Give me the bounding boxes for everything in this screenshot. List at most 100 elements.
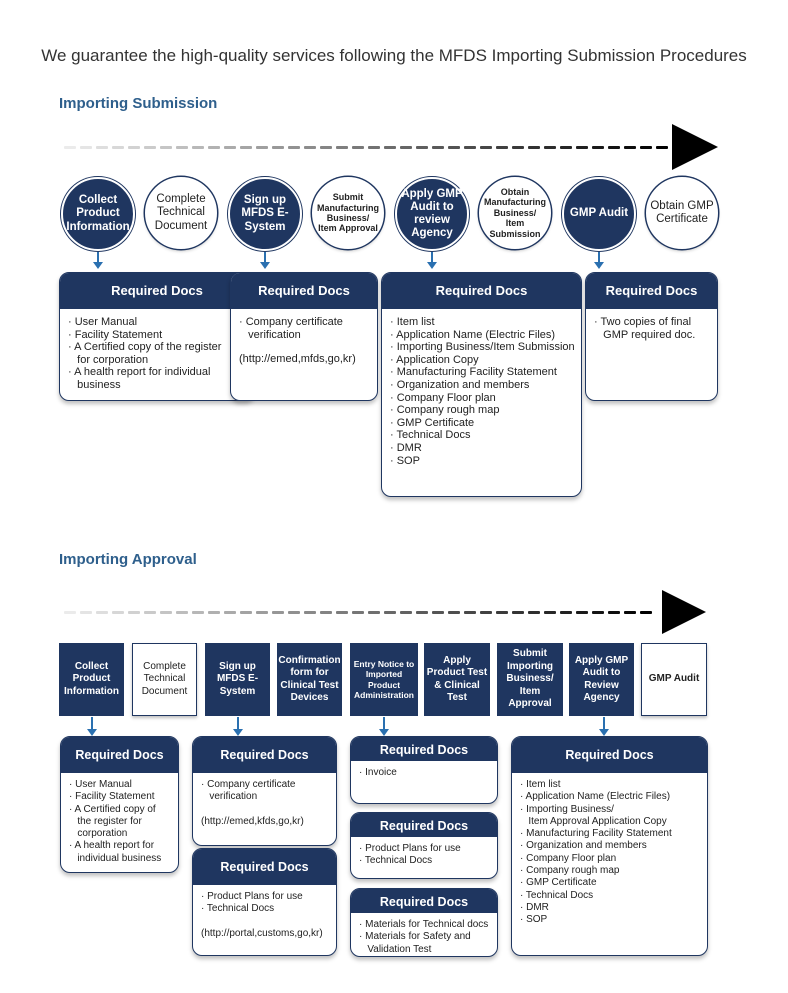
down-arrow-icon <box>93 252 103 269</box>
required-doc-item: · Facility Statement <box>68 328 163 341</box>
track-dash <box>64 611 76 614</box>
required-docs-header: Required Docs <box>382 273 581 309</box>
required-doc-item: · User Manual <box>69 779 132 790</box>
required-doc-item: · Organization and members <box>390 378 530 391</box>
required-docs-list: · Item list· Application Name (Electric … <box>382 309 581 467</box>
track-dash <box>144 146 156 149</box>
required-doc-item <box>201 916 328 928</box>
track-dash <box>608 146 620 149</box>
required-doc-item: · Product Plans for use <box>359 843 461 854</box>
track-dash <box>352 146 364 149</box>
track-dash <box>272 611 284 614</box>
track-dash <box>160 611 172 614</box>
required-doc-item: · GMP Certificate <box>390 416 475 429</box>
track-dash <box>544 146 556 149</box>
progress-track <box>64 611 664 615</box>
track-dash <box>128 611 140 614</box>
track-dash <box>368 146 380 149</box>
required-doc-item: · Technical Docs <box>390 429 471 442</box>
step-collect-product-information: Collect Product Information <box>59 643 124 716</box>
required-docs-list: · User Manual· Facility Statement· A Cer… <box>61 773 178 865</box>
required-docs-header: Required Docs <box>351 737 497 761</box>
required-doc-item: · Importing Business/Item Submission <box>390 341 575 354</box>
required-docs-box: Required Docs · User Manual· Facility St… <box>59 272 255 401</box>
required-doc-item: · Item list <box>390 316 435 328</box>
required-docs-header: Required Docs <box>586 273 717 309</box>
track-dash <box>496 146 508 149</box>
required-doc-item: (http://portal,customs,go,kr) <box>201 927 323 939</box>
track-dash <box>352 611 364 614</box>
required-docs-header: Required Docs <box>351 889 497 913</box>
required-doc-item: · Technical Docs <box>201 903 275 915</box>
required-docs-header: Required Docs <box>512 737 707 773</box>
section-title-approval: Importing Approval <box>59 551 197 568</box>
track-dash <box>192 611 204 614</box>
track-dash <box>384 146 396 149</box>
required-docs-box: Required Docs · User Manual· Facility St… <box>60 736 179 873</box>
track-dash <box>432 611 444 614</box>
track-dash <box>192 146 204 149</box>
required-docs-list: · Two copies of final GMP required doc. <box>586 309 717 341</box>
track-dash <box>112 611 124 614</box>
step-sign-up-mfds: Sign up MFDS E-System <box>205 643 270 716</box>
required-docs-box: Required Docs · Product Plans for use· T… <box>192 848 337 956</box>
down-arrow-icon <box>233 717 243 736</box>
track-dash <box>112 146 124 149</box>
track-dash <box>160 146 172 149</box>
required-docs-list: · Company certificate verification(http:… <box>193 773 336 828</box>
step-apply-gmp-audit: Apply GMP Audit to Review Agency <box>569 643 634 716</box>
track-dash <box>272 146 284 149</box>
track-dash <box>320 611 332 614</box>
track-dash <box>96 146 108 149</box>
track-dash <box>512 611 524 614</box>
required-doc-item: · Company Floor plan <box>390 391 496 404</box>
required-docs-list: · Invoice <box>351 761 497 779</box>
track-dash <box>640 611 652 614</box>
track-dash <box>576 146 588 149</box>
required-doc-item: · Application Name (Electric Files) <box>520 791 671 803</box>
required-docs-box: Required Docs · Invoice <box>350 736 498 804</box>
track-dash <box>80 611 92 614</box>
track-dash <box>336 611 348 614</box>
required-doc-item: · Company Floor plan <box>520 852 617 864</box>
track-dash <box>304 146 316 149</box>
required-doc-item: Item Approval Application Copy <box>520 815 667 827</box>
required-docs-box: Required Docs · Item list· Application N… <box>381 272 582 497</box>
step-complete-technical-document: Complete Technical Document <box>145 177 217 249</box>
required-doc-item: · Facility Statement <box>69 791 155 803</box>
down-arrow-icon <box>379 717 389 736</box>
track-dash <box>480 146 492 149</box>
track-dash <box>320 146 332 149</box>
down-arrow-icon <box>594 252 604 269</box>
down-arrow-icon <box>427 252 437 269</box>
required-doc-item: · Materials for Safety and <box>359 931 471 943</box>
step-complete-technical-document: Complete Technical Document <box>132 643 197 716</box>
required-docs-box: Required Docs · Product Plans for use· T… <box>350 812 498 879</box>
required-doc-item <box>239 341 369 353</box>
required-docs-header: Required Docs <box>231 273 377 309</box>
track-dash <box>560 146 572 149</box>
track-dash <box>64 146 76 149</box>
track-dash <box>608 611 620 614</box>
required-doc-item: · DMR <box>520 901 549 913</box>
required-doc-item: · GMP Certificate <box>520 877 597 889</box>
required-doc-item: · A Certified copy of the register <box>68 341 222 354</box>
down-arrow-icon <box>87 717 97 736</box>
track-dash <box>528 611 540 614</box>
required-docs-header: Required Docs <box>193 737 336 773</box>
required-doc-item: · Organization and members <box>520 840 647 852</box>
track-dash <box>656 146 668 149</box>
track-dash <box>480 611 492 614</box>
track-dash <box>512 146 524 149</box>
step-gmp-audit: GMP Audit <box>562 177 636 251</box>
required-doc-item: verification <box>201 791 258 803</box>
step-submit-importing-approval: Submit Importing Business/ Item Approval <box>497 643 563 716</box>
required-doc-item: business <box>68 378 121 391</box>
required-docs-list: · Product Plans for use· Technical Docs(… <box>193 885 336 940</box>
required-docs-header: Required Docs <box>61 737 178 773</box>
track-dash <box>288 611 300 614</box>
required-docs-list: · Company certificate verification(http:… <box>231 309 377 366</box>
track-dash <box>624 611 636 614</box>
track-dash <box>448 611 460 614</box>
required-doc-item: · User Manual <box>68 316 138 328</box>
